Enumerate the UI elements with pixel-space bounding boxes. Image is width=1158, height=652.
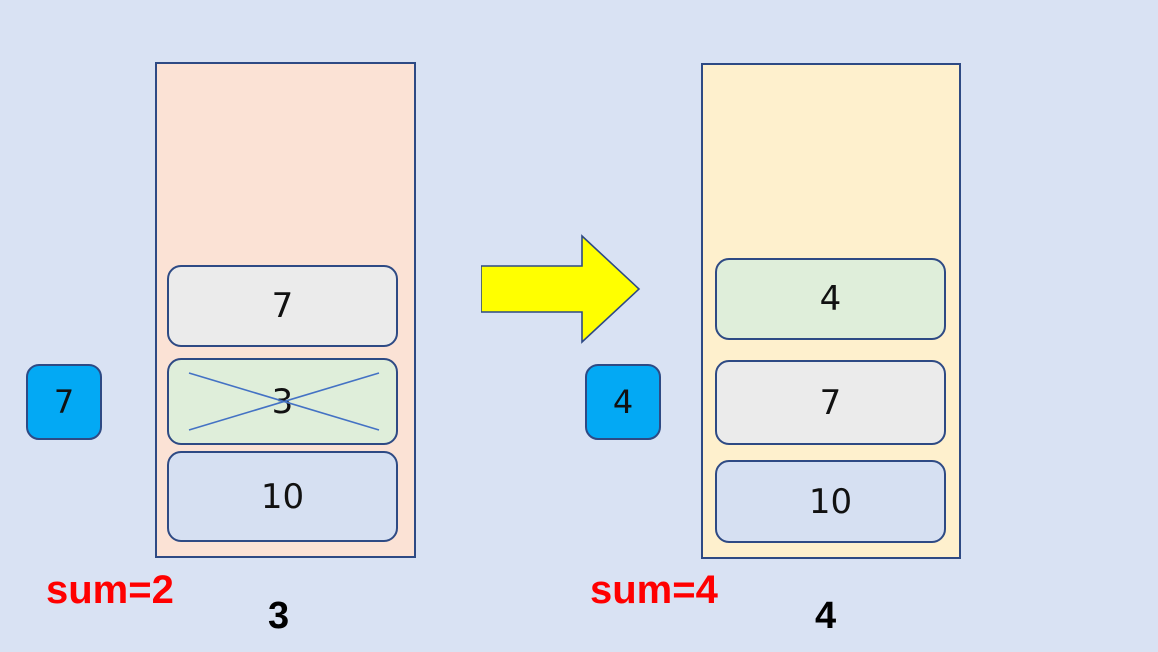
right-index-label: 4: [815, 595, 837, 637]
right-key-square[interactable]: 4: [585, 364, 661, 440]
arrow-right-icon: [481, 234, 641, 344]
left-stack-cell-0[interactable]: 7: [167, 265, 398, 347]
left-stack-cell-2[interactable]: 10: [167, 451, 398, 542]
left-sum-label: sum=2: [46, 568, 174, 612]
right-stack-cell-1[interactable]: 7: [715, 360, 946, 445]
right-stack-cell-0[interactable]: 4: [715, 258, 946, 340]
left-key-square[interactable]: 7: [26, 364, 102, 440]
right-sum-label: sum=4: [590, 568, 718, 612]
right-stack-cell-2[interactable]: 10: [715, 460, 946, 543]
left-stack-cell-1[interactable]: 3: [167, 358, 398, 445]
left-index-label: 3: [268, 595, 290, 637]
